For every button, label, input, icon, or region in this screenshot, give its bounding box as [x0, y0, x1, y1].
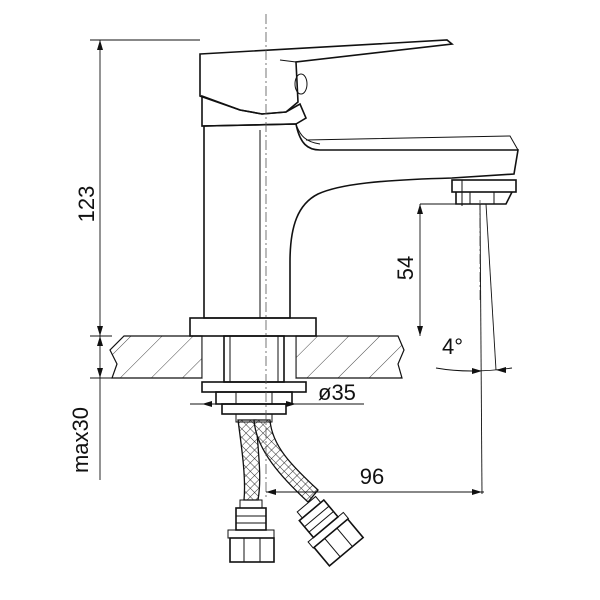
hose-fitting-right — [296, 495, 365, 567]
mounting-hole — [202, 336, 296, 378]
pressure-plate — [221, 403, 287, 415]
label-spout-height: 54 — [393, 256, 418, 280]
dim-spout-reach — [266, 489, 484, 495]
faucet-column — [203, 123, 519, 319]
dim-deck-thickness — [90, 336, 112, 480]
countertop-section — [109, 335, 405, 379]
dim-hole-diameter — [190, 401, 364, 407]
countertop-right-hatch — [295, 335, 405, 379]
label-spout-reach: 96 — [360, 464, 384, 489]
cartridge-cap — [201, 94, 308, 127]
spout-joint — [295, 123, 321, 145]
label-overall-height: 123 — [74, 186, 99, 223]
dim-spout-angle — [435, 203, 513, 495]
label-max-deck-thickness: max30 — [68, 407, 93, 473]
hose-right — [253, 419, 319, 503]
label-spout-angle: 4° — [442, 334, 463, 359]
hose-collar — [235, 413, 273, 423]
hose-fitting-left — [227, 499, 275, 563]
lever-pivot — [294, 73, 308, 95]
fixing-assembly — [201, 335, 307, 415]
aerator — [451, 179, 517, 206]
flexible-hoses — [227, 413, 365, 567]
base-flange — [189, 317, 317, 337]
countertop-left-hatch — [109, 335, 203, 379]
fixing-nut — [215, 391, 293, 405]
dim-overall-height — [90, 39, 200, 337]
lever-edge — [279, 59, 297, 63]
fixing-washer — [201, 381, 307, 393]
label-hole-diameter: ø35 — [318, 380, 356, 405]
spout-top-edge — [305, 135, 519, 151]
dim-spout-height — [417, 203, 456, 336]
lever-handle — [199, 39, 454, 115]
faucet-body — [189, 39, 519, 337]
